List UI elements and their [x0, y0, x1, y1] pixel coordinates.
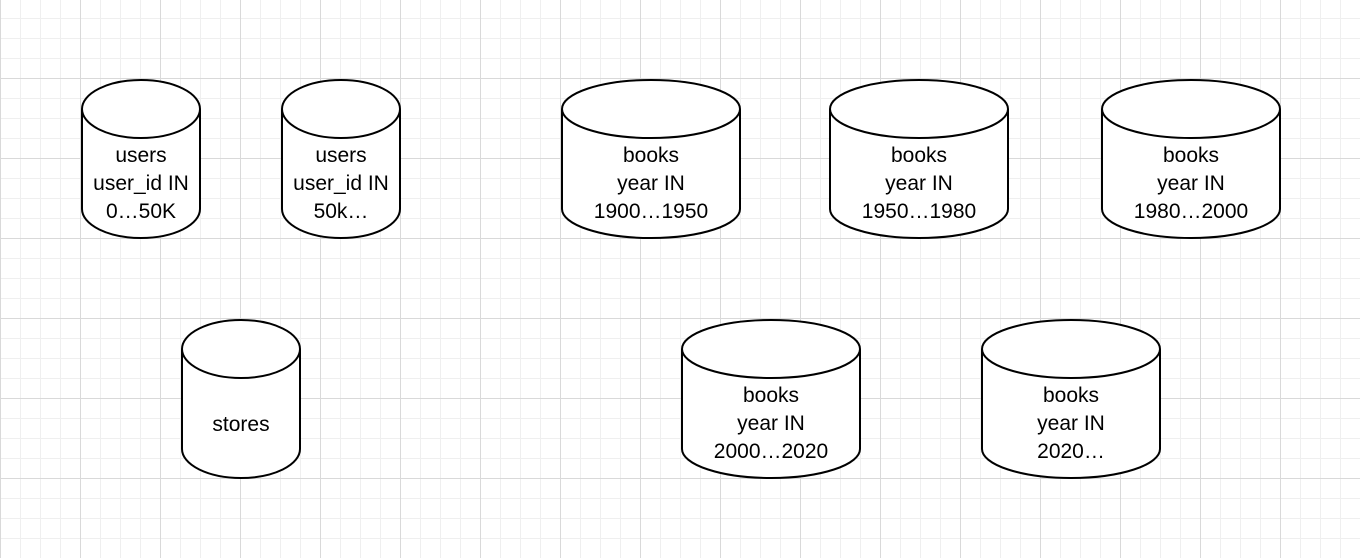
database-books-shard-3[interactable]: books year IN 1980…2000 [1101, 79, 1281, 239]
database-name: books [742, 384, 800, 407]
database-partition-key: year IN [885, 172, 953, 195]
database-label: books year IN 1900…1950 [561, 142, 741, 226]
database-label: books year IN 1980…2000 [1101, 142, 1281, 226]
database-partition-key: year IN [737, 412, 805, 435]
database-name: users [115, 144, 167, 167]
database-name: books [1162, 144, 1220, 167]
cylinder-shape [681, 319, 861, 479]
database-partition-key: year IN [1157, 172, 1225, 195]
database-partition-range: 0…50K [105, 200, 177, 223]
cylinder-shape [181, 319, 301, 479]
database-partition-range: 2020… [1037, 440, 1105, 463]
database-partition-key: year IN [1037, 412, 1105, 435]
database-partition-range: 1950…1980 [861, 200, 977, 223]
database-label: books year IN 1950…1980 [829, 142, 1009, 226]
database-books-shard-2[interactable]: books year IN 1950…1980 [829, 79, 1009, 239]
database-books-shard-5[interactable]: books year IN 2020… [981, 319, 1161, 479]
database-name: stores [212, 413, 270, 436]
database-name: books [890, 144, 948, 167]
cylinder-shape [981, 319, 1161, 479]
database-partition-range: 1900…1950 [593, 200, 709, 223]
database-label: books year IN 2000…2020 [681, 382, 861, 466]
database-partition-range: 1980…2000 [1133, 200, 1249, 223]
cylinder-shape [561, 79, 741, 239]
database-label: books year IN 2020… [981, 382, 1161, 466]
database-books-shard-4[interactable]: books year IN 2000…2020 [681, 319, 861, 479]
cylinder-shape [1101, 79, 1281, 239]
database-partition-key: user_id IN [93, 172, 189, 195]
database-stores[interactable]: stores [181, 319, 301, 479]
database-name: books [622, 144, 680, 167]
database-books-shard-1[interactable]: books year IN 1900…1950 [561, 79, 741, 239]
cylinder-shape [829, 79, 1009, 239]
database-label: stores [181, 411, 301, 439]
database-name: users [315, 144, 367, 167]
cylinder-shape [281, 79, 401, 239]
cylinder-shape [81, 79, 201, 239]
database-name: books [1042, 384, 1100, 407]
database-users-shard-2[interactable]: users user_id IN 50k… [281, 79, 401, 239]
database-partition-range: 50k… [313, 200, 369, 223]
database-partition-range: 2000…2020 [713, 440, 829, 463]
database-partition-key: user_id IN [293, 172, 389, 195]
database-users-shard-1[interactable]: users user_id IN 0…50K [81, 79, 201, 239]
database-partition-key: year IN [617, 172, 685, 195]
database-label: users user_id IN 50k… [281, 142, 401, 226]
database-label: users user_id IN 0…50K [81, 142, 201, 226]
